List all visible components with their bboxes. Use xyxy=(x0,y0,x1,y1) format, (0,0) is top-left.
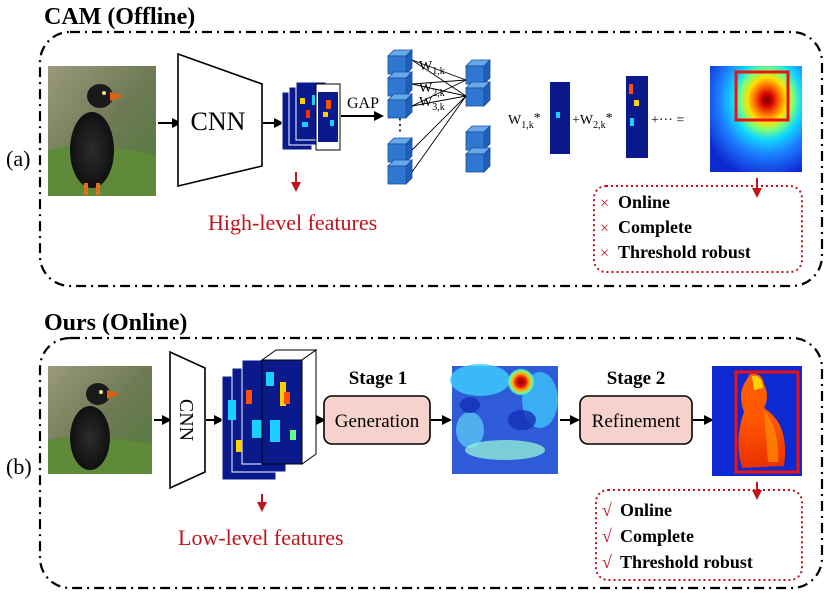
checklist-b-item-online: Online xyxy=(620,500,672,520)
checklist-b-mark-1: √ xyxy=(602,500,612,520)
svg-text:W1,k*: W1,k* xyxy=(508,111,541,131)
stage-2-label: Stage 2 xyxy=(607,368,666,389)
checklist-a-mark-3: × xyxy=(600,245,609,262)
svg-text:+W2,k*: +W2,k* xyxy=(572,111,613,131)
cnn-label-b: CNN xyxy=(175,399,197,441)
svg-text:+··· =: +··· = xyxy=(651,113,684,128)
checklist-b-item-complete: Complete xyxy=(620,526,694,546)
input-photo-b xyxy=(48,366,152,474)
checklist-a-item-online: Online xyxy=(618,192,670,212)
checklist-b-item-threshold: Threshold robust xyxy=(620,552,753,572)
generated-activation-map xyxy=(450,364,558,474)
feature-ellipsis-a: · xyxy=(312,108,317,123)
gap-label: GAP xyxy=(347,95,379,112)
checklist-a-item-complete: Complete xyxy=(618,217,692,237)
low-level-feature-stack xyxy=(221,349,318,481)
cnn-label-a: CNN xyxy=(191,107,246,136)
high-level-features-caption: High-level features xyxy=(208,210,377,235)
cam-formula: W1,k* +W2,k* +··· = xyxy=(508,76,684,158)
generation-label: Generation xyxy=(335,411,420,432)
cnn-block-b xyxy=(169,350,206,490)
weight-label-3: W3,k xyxy=(419,95,445,113)
checklist-b: √ Online √ Complete √ Threshold robust xyxy=(602,500,753,572)
panel-b-title: Ours (Online) xyxy=(44,310,187,336)
fc-connections xyxy=(411,59,467,173)
refinement-label: Refinement xyxy=(592,411,681,432)
high-level-feature-stack xyxy=(281,81,341,151)
svg-text:⋮: ⋮ xyxy=(392,117,408,134)
cnn-block-a xyxy=(177,52,263,188)
panel-a-title: CAM (Offline) xyxy=(44,4,195,30)
input-photo-a xyxy=(48,66,156,196)
cam-map-2 xyxy=(626,76,648,158)
weight-label-2: W2,k xyxy=(419,81,445,99)
weight-labels: W1,k W2,k W3,k xyxy=(419,59,445,113)
panel-b-frame xyxy=(38,336,824,590)
checklist-a-item-threshold: Threshold robust xyxy=(618,242,751,262)
checklist-b-mark-2: √ xyxy=(602,526,612,546)
refined-output-map xyxy=(712,366,802,476)
panel-b-label: (b) xyxy=(6,454,32,479)
checklist-a: × Online × Complete × Threshold robust xyxy=(600,192,751,262)
refinement-box xyxy=(579,395,693,445)
checklist-a-frame xyxy=(593,185,803,273)
gap-vector-cubes: ⋮ xyxy=(387,49,413,185)
weight-label-1: W1,k xyxy=(419,59,445,77)
checklist-a-mark-1: × xyxy=(600,195,609,212)
checklist-b-frame xyxy=(595,489,803,581)
stage-1-label: Stage 1 xyxy=(349,368,408,389)
cam-bounding-box xyxy=(734,70,790,122)
low-level-features-caption: Low-level features xyxy=(178,525,344,550)
checklist-a-mark-2: × xyxy=(600,220,609,237)
checklist-b-mark-3: √ xyxy=(602,552,612,572)
generation-box xyxy=(323,395,431,445)
panel-a-label: (a) xyxy=(6,146,30,171)
panel-a-frame xyxy=(38,30,824,288)
cam-heatmap-output xyxy=(710,66,802,172)
class-output-cubes xyxy=(465,59,491,173)
refined-bounding-box xyxy=(734,370,800,474)
